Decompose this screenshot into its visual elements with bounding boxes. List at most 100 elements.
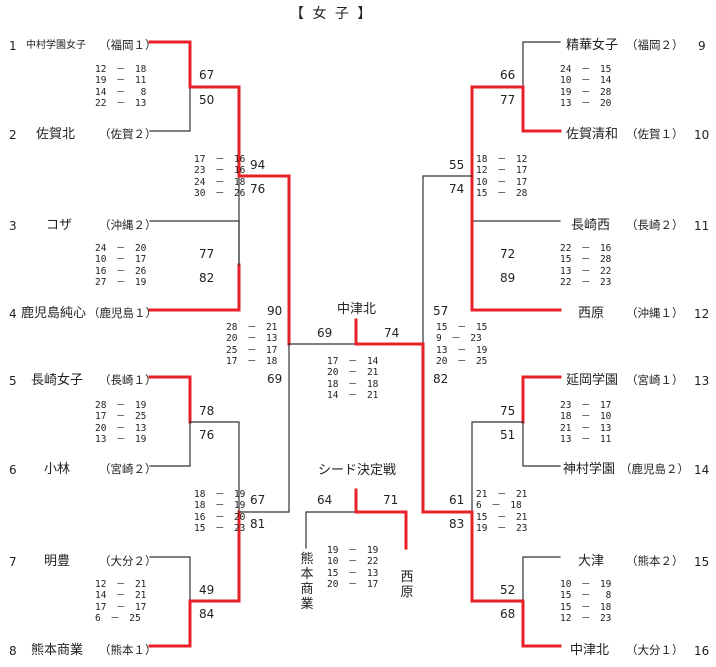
line-m12-winner [422,175,473,345]
match-14-set-1: 15 － 15 [436,322,488,333]
match-4-set-2: 14 － 21 [95,590,147,601]
match-14-set-3: 13 － 19 [436,345,488,356]
match-9-set-2: 15 － 28 [560,254,612,265]
team-10-name: 佐賀清和 [566,127,619,142]
match-1-score-bottom: 50 [199,93,215,107]
team-4-pref: （鹿児島１） [88,306,157,320]
line-team-8 [148,599,192,648]
line-team-5 [148,375,192,424]
match-7-set-2: 20 － 13 [226,333,278,344]
team-10-pref: （佐賀１） [626,127,684,141]
match-12-set-1: 18 － 12 [476,154,528,165]
match-10-set-1: 23 － 17 [560,400,612,411]
match-5-score-top: 94 [250,158,266,172]
match-8-set-1: 24 － 15 [560,64,612,75]
match-3-score-bottom: 76 [199,428,215,442]
final-set-1: 17 － 14 [327,356,379,367]
team-6-pref: （宮崎２） [99,462,157,476]
match-12-set-4: 15 － 28 [476,188,528,199]
team-12-name: 西原 [578,306,605,321]
line-m1-winner [188,85,241,178]
match-4-score-bottom: 84 [199,607,215,621]
team-16-name: 中津北 [570,643,610,658]
match-7-score-top: 90 [267,304,283,318]
match-10-set-2: 18 － 10 [560,411,612,422]
match-6-score-top: 67 [250,493,266,507]
seed-match-set-4: 20 － 17 [327,579,379,590]
match-1-score-top: 67 [199,68,215,82]
match-1-set-1: 12 － 18 [95,64,147,75]
match-9-score-bottom: 89 [500,271,516,285]
team-9-pref: （福岡２） [626,38,684,52]
match-11-score-top: 52 [500,583,516,597]
match-12-set-3: 10 － 17 [476,177,528,188]
match-6-set-1: 18 － 19 [194,489,246,500]
team-13-number: 13 [694,374,710,388]
champion-name: 中津北 [337,302,377,317]
match-8-set-4: 13 － 20 [560,98,612,109]
match-10-score-top: 75 [500,404,516,418]
line-m13-winner [421,342,474,514]
team-12-number: 12 [694,307,710,321]
match-11-set-4: 12 － 23 [560,613,612,624]
line-m4-winner [188,510,241,603]
team-12-pref: （沖縄１） [626,306,684,320]
match-13-set-3: 15 － 21 [476,512,528,523]
line-m3-winner [189,421,240,513]
match-14-set-4: 20 － 25 [436,356,488,367]
match-12-score-bottom: 74 [449,182,465,196]
team-11-number: 11 [694,219,710,233]
team-4-name: 鹿児島純心 [21,306,87,321]
team-10-number: 10 [694,128,710,142]
match-9-set-1: 22 － 16 [560,243,612,254]
match-2-set-3: 16 － 26 [95,266,147,277]
final-score-right: 74 [384,326,400,340]
seed-match-right-team: 西原 [400,570,414,600]
match-6-set-4: 15 － 23 [194,523,246,534]
team-1-number: 1 [9,39,17,53]
seed-match-score-left: 64 [317,493,333,507]
team-15-name: 大津 [578,554,605,569]
team-4-number: 4 [9,307,17,321]
match-11-set-2: 15 － 8 [560,590,612,601]
match-2-set-2: 10 － 17 [95,254,147,265]
match-3-set-4: 13 － 19 [95,434,147,445]
final-score-left: 69 [317,326,333,340]
line-m8-winner [470,85,525,178]
match-11-set-1: 10 － 19 [560,579,612,590]
match-6-score-bottom: 81 [250,517,266,531]
match-10-set-3: 21 － 13 [560,423,612,434]
match-6-set-2: 18 － 19 [194,500,246,511]
match-4-score-top: 49 [199,583,215,597]
team-2-number: 2 [9,128,17,142]
match-11-score-bottom: 68 [500,607,516,621]
line-seed-left [305,511,357,549]
team-13-pref: （宮崎１） [626,373,684,387]
match-2-set-4: 27 － 19 [95,277,147,288]
match-8-set-3: 19 － 28 [560,87,612,98]
seed-match-left-team: 熊本商業 [300,552,314,612]
match-7-set-3: 25 － 17 [226,345,278,356]
match-3-set-2: 17 － 25 [95,411,147,422]
team-5-number: 5 [9,374,17,388]
match-2-score-top: 77 [199,247,215,261]
team-8-name: 熊本商業 [31,643,84,658]
match-14-set-2: 9 － 23 [436,333,482,344]
match-5-set-3: 24 － 18 [194,177,246,188]
line-seed-right [354,510,408,550]
match-14-score-bottom: 82 [433,372,449,386]
team-5-name: 長崎女子 [31,373,84,388]
seed-match-score-right: 71 [383,493,399,507]
match-10-set-4: 13 － 11 [560,434,612,445]
match-2-score-bottom: 82 [199,271,215,285]
line-team-13 [521,375,562,424]
team-11-pref: （長崎２） [626,218,684,232]
seed-match-set-1: 19 － 19 [327,545,379,556]
match-13-set-2: 6 － 18 [476,500,522,511]
final-set-4: 14 － 21 [327,390,379,401]
match-2-set-1: 24 － 20 [95,243,147,254]
match-3-set-3: 20 － 13 [95,423,147,434]
team-7-number: 7 [9,555,17,569]
match-5-score-bottom: 76 [250,182,266,196]
